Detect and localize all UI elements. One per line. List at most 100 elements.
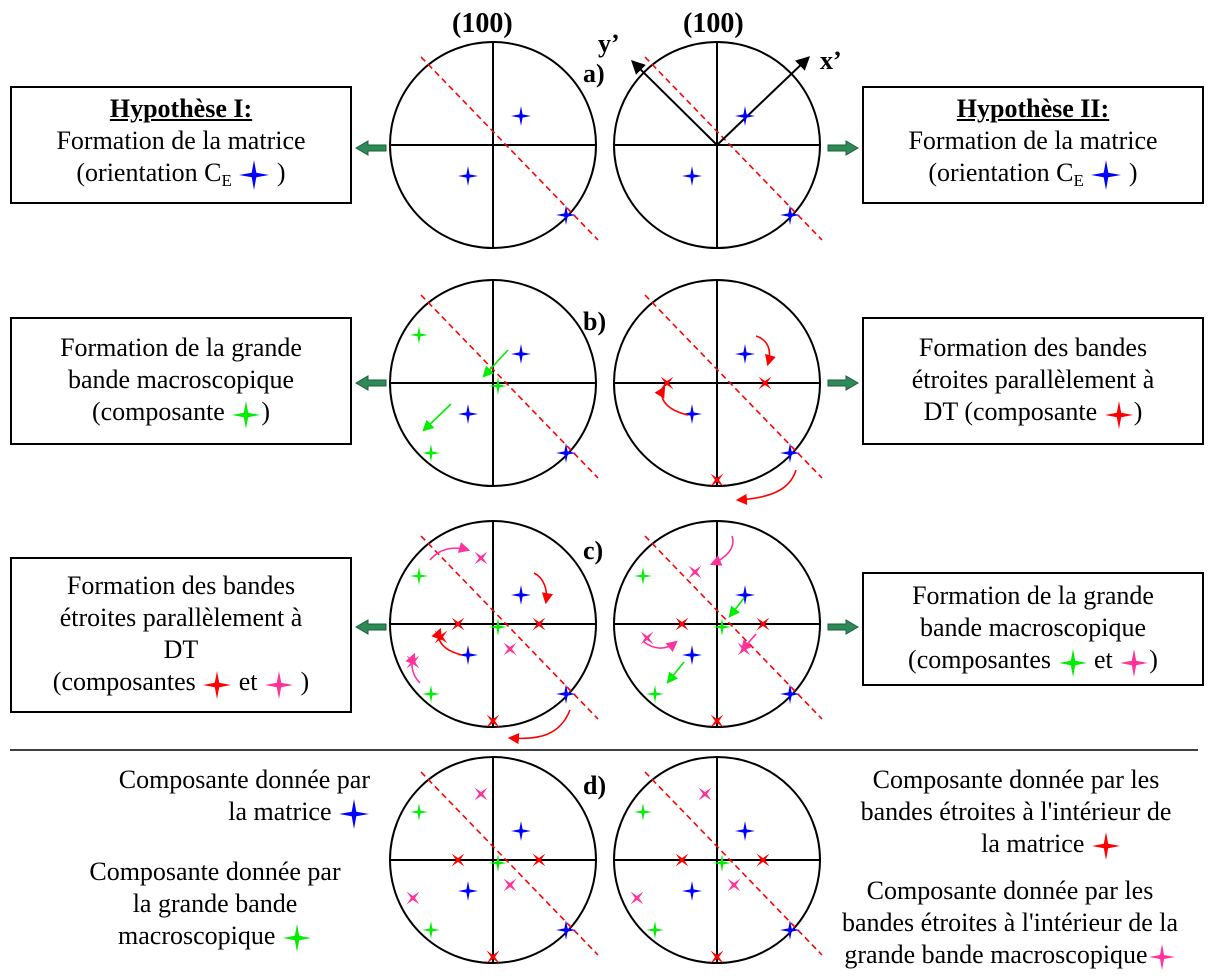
box-text: et (232, 667, 265, 697)
red-component-marker (710, 950, 724, 964)
box-text: DT (composante (923, 397, 1104, 427)
motion-arrow (422, 403, 452, 432)
blue-star-icon (1091, 160, 1122, 191)
blue-component-marker (556, 443, 576, 463)
y-axis-label: y’ (598, 29, 620, 58)
pink-component-marker (474, 551, 488, 565)
box-subscript: E (1073, 171, 1084, 190)
dashed-plane-line (420, 771, 599, 956)
blue-component-marker (780, 443, 800, 463)
pole-figure-d-left (389, 756, 599, 964)
red-component-marker (675, 617, 689, 631)
blue-component-marker (735, 344, 755, 364)
box-line: DT (163, 635, 199, 665)
blue-star-shape (339, 799, 369, 830)
arrow-left-icon (355, 140, 387, 156)
blue-star-shape (1091, 160, 1122, 191)
legend-line: la grande bande (132, 889, 298, 918)
red-star-shape (1104, 400, 1133, 429)
blue-component-marker (511, 344, 531, 364)
box-line: Formation de la grande (912, 581, 1154, 611)
pole-figure-a-left (389, 41, 599, 249)
red-component-marker (532, 617, 546, 631)
red-component-marker (710, 473, 724, 487)
green-star-icon (1058, 648, 1087, 677)
pink-component-marker (503, 642, 517, 656)
red-component-marker (756, 853, 770, 867)
red-component-marker (675, 853, 689, 867)
hypothesis-1-box: Hypothèse I: Formation de la matrice (or… (10, 86, 352, 204)
pink-component-marker (737, 642, 751, 656)
blue-component-marker (780, 205, 800, 225)
arrow-right-icon (827, 140, 859, 156)
legend-line: Composante donnée par (118, 765, 370, 794)
pink-star-shape (1120, 648, 1149, 677)
box-line: Formation des bandes (66, 571, 296, 601)
green-component-marker (489, 618, 507, 636)
pink-component-marker (688, 565, 702, 579)
dashed-plane-line (644, 771, 823, 956)
green-star-shape (1058, 648, 1087, 677)
pink-component-marker (474, 787, 488, 801)
hypothesis-2-title: Hypothèse II: (956, 94, 1110, 123)
box-text: (composante (91, 397, 232, 427)
green-component-marker (646, 921, 664, 939)
row-tag-c: c) (583, 536, 604, 565)
blue-component-marker (458, 645, 478, 665)
legend-line: la matrice (70, 796, 370, 830)
row-tag-b: b) (583, 307, 607, 336)
blue-component-marker (735, 585, 755, 605)
pink-component-marker (503, 878, 517, 892)
pink-component-marker (640, 631, 654, 645)
box-line: Formation des bandes (918, 333, 1148, 363)
legend-line: bandes étroites à l'intérieur de la (841, 908, 1179, 937)
blue-component-marker (556, 684, 576, 704)
motion-arrow (654, 386, 689, 416)
pink-component-marker (630, 891, 644, 905)
rotated-axes (631, 56, 811, 146)
dashed-plane-line (420, 535, 599, 720)
red-star-icon (1104, 400, 1133, 429)
red-component-marker (486, 950, 500, 964)
box-last-line: (orientation CE ) (76, 157, 286, 197)
legend-text: grande bande macroscopique (844, 940, 1148, 969)
legend-matrix: Composante donnée par la matrice (70, 764, 370, 830)
blue-component-marker (511, 585, 531, 605)
motion-arrow (482, 349, 509, 378)
blue-component-marker (556, 920, 576, 940)
red-component-marker (756, 617, 770, 631)
left-pole-label: (100) (452, 8, 513, 39)
x-prime-arrow (716, 56, 811, 146)
blue-component-marker (682, 404, 702, 424)
pink-star-icon (265, 670, 294, 699)
box-line: Formation de la matrice (908, 126, 1158, 155)
motion-arrow (643, 640, 678, 653)
pole-figure-c-left (389, 520, 599, 728)
green-star-icon (232, 400, 261, 429)
pole-figure-b-right (613, 279, 823, 487)
blue-component-marker (458, 404, 478, 424)
red-star-icon (203, 670, 232, 699)
dashed-plane-line (644, 535, 823, 720)
dashed-plane-line (420, 56, 599, 241)
green-component-marker (713, 618, 731, 636)
legend-narrow-in-band: Composante donnée par les bandes étroite… (814, 875, 1206, 971)
blue-star-icon (239, 160, 270, 191)
legend-line: macroscopique (60, 920, 370, 953)
box-line: Formation de la matrice (56, 126, 306, 155)
box-last-line: (composantes et ) (53, 666, 309, 699)
right-pole-label: (100) (683, 8, 744, 39)
blue-component-marker (780, 920, 800, 940)
red-component-marker (486, 714, 500, 728)
box-line: étroites parallèlement à (911, 365, 1155, 395)
red-star-shape (1091, 832, 1120, 861)
green-component-marker (634, 803, 652, 821)
legend-line: bandes étroites à l'intérieur de (860, 797, 1172, 826)
motion-arrow (533, 572, 553, 605)
box-text: ) (1133, 397, 1143, 427)
blue-component-marker (682, 166, 702, 186)
blue-component-marker (458, 166, 478, 186)
blue-component-marker (556, 205, 576, 225)
blue-component-marker (735, 106, 755, 126)
